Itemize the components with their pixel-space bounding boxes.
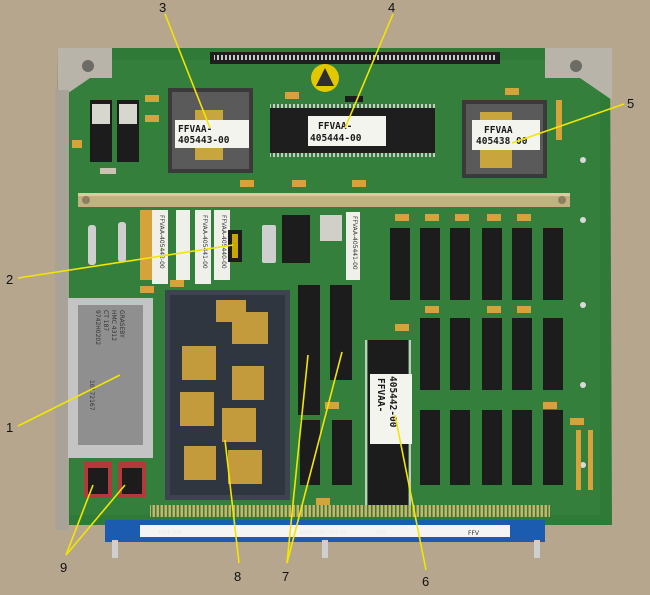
callout-9: 9 — [60, 560, 67, 575]
callout-3: 3 — [159, 0, 166, 15]
hybrid-chip-module-8 — [165, 290, 290, 500]
middle-left-components: FFVAA-405442-00 FFVAA-405441-00 FFVAA-40… — [88, 210, 360, 293]
memory-row-1 — [390, 228, 563, 300]
callout-5: 5 — [627, 96, 634, 111]
memory-row-3 — [420, 410, 563, 485]
processor-chip-4: FFVAA- 405444-00 — [240, 92, 435, 187]
strip-brand: FFV — [468, 530, 480, 537]
chip-4-label-line1: FFVAA- — [318, 121, 352, 132]
strip-text-3: 010 — [376, 530, 386, 536]
module-text-line5: 10172167 — [88, 380, 95, 411]
chip-5-label-line1: FFVAA — [484, 125, 513, 136]
strip-text-2: AE802-002 010-01 — [300, 530, 347, 536]
chip-4-label-line2: 405444-00 — [310, 133, 362, 144]
chip-6-label-line1: FFVAA- — [375, 378, 386, 412]
module-text-line3: CT 187 — [102, 310, 109, 331]
callout-1: 1 — [6, 420, 13, 435]
module-text-line4: 9742H0202 — [94, 310, 101, 345]
stiffener-bar — [78, 193, 570, 207]
chip-3-label-line2: 405443-00 — [178, 135, 230, 146]
processor-chip-3: FFVAA- 405443-00 — [168, 88, 253, 173]
vertical-label-4: FFVAA-405441-00 — [351, 216, 358, 270]
upper-left-components — [72, 95, 159, 174]
chip-3-label-line1: FFVAA- — [178, 124, 212, 135]
chip-6-label-line2: 405442-00 — [387, 376, 398, 428]
callout-8: 8 — [234, 569, 241, 584]
strip-text-1: 1556 kort — [158, 530, 182, 536]
edge-connector: 1556 kort AE802-002 010-01 010 FFV — [105, 505, 550, 558]
vertical-label-2: FFVAA-405441-00 — [201, 215, 208, 269]
vertical-label-3: FFVAA-405440-00 — [220, 215, 227, 269]
callout-lines — [17, 13, 625, 571]
processor-chip-5: FFVAA 405438 00 — [462, 88, 562, 178]
module-text-line1: GRASEBY — [118, 310, 125, 338]
processor-chip-6: FFVAA- 405442-00 — [364, 324, 412, 505]
callout-2: 2 — [6, 272, 13, 287]
chip-5-label-line2: 405438 00 — [476, 136, 528, 147]
module-text-line2: HMC 4312 — [110, 310, 117, 341]
small-components-9 — [84, 462, 146, 498]
logic-chips-7 — [298, 285, 352, 505]
graseby-module-1: GRASEBY HMC 4312 CT 187 9742H0202 101721… — [68, 298, 153, 458]
memory-row-2 — [420, 318, 563, 390]
vertical-label-1: FFVAA-405442-00 — [158, 215, 165, 269]
callout-7: 7 — [282, 569, 289, 584]
callout-numbers: 1 2 3 4 5 6 7 8 9 — [6, 0, 634, 589]
memory-chip-bank — [390, 214, 593, 490]
callout-6: 6 — [422, 574, 429, 589]
callout-4: 4 — [388, 0, 395, 15]
